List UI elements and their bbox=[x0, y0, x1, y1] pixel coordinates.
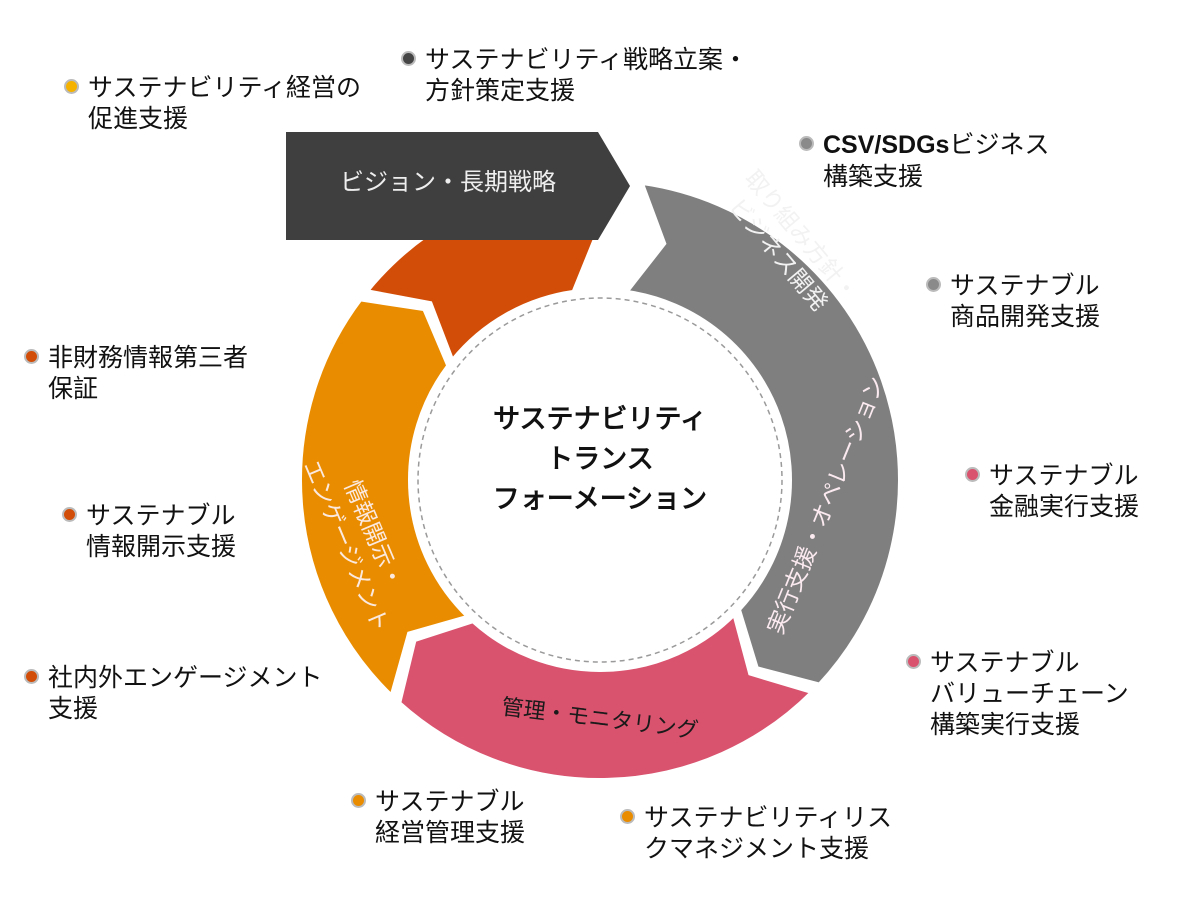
item-promotion: サステナビリティ経営の 促進支援 bbox=[64, 72, 361, 134]
center-title: サステナビリティ トランス フォーメーション bbox=[440, 400, 760, 520]
center-title-line: サステナビリティ bbox=[493, 404, 707, 435]
bullet-dot-icon bbox=[906, 654, 921, 669]
item-line: ビジネス bbox=[949, 130, 1050, 159]
item-line: サステナブル bbox=[930, 648, 1080, 677]
item-bold-prefix: CSV/SDGs bbox=[823, 131, 950, 159]
item-line: 金融実行支援 bbox=[989, 492, 1140, 521]
item-line: バリューチェーン bbox=[930, 679, 1129, 708]
item-line: サステナブル bbox=[86, 501, 236, 530]
item-value-chain: サステナブル バリューチェーン 構築実行支援 bbox=[906, 647, 1129, 740]
item-csv-sdgs: CSV/SDGsビジネス 構築支援 bbox=[799, 129, 1049, 192]
bullet-dot-icon bbox=[620, 809, 635, 824]
item-line: 商品開発支援 bbox=[950, 302, 1101, 331]
bullet-dot-icon bbox=[965, 467, 980, 482]
ring-segment-execution bbox=[397, 610, 816, 782]
center-dashed-circle bbox=[417, 297, 783, 663]
item-line: 情報開示支援 bbox=[86, 532, 237, 561]
item-engagement: 社内外エンゲージメント 支援 bbox=[24, 662, 323, 724]
bullet-dot-icon bbox=[926, 277, 941, 292]
item-line: 促進支援 bbox=[88, 104, 189, 133]
item-line: 社内外エンゲージメント bbox=[48, 663, 323, 692]
ring-segment-strategy bbox=[622, 180, 902, 687]
item-disclosure-support: サステナブル 情報開示支援 bbox=[62, 500, 236, 562]
item-line: サステナビリティ経営の bbox=[88, 73, 362, 102]
item-risk-management: サステナビリティリス クマネジメント支援 bbox=[620, 802, 892, 864]
item-line: サステナビリティ戦略立案・ bbox=[425, 45, 749, 74]
item-line: サステナブル bbox=[375, 787, 525, 816]
bullet-dot-icon bbox=[62, 507, 77, 522]
bullet-dot-icon bbox=[24, 349, 39, 364]
item-finance: サステナブル 金融実行支援 bbox=[965, 460, 1139, 522]
item-line: 非財務情報第三者 bbox=[48, 343, 249, 372]
vision-chevron-arrow bbox=[286, 132, 630, 240]
item-assurance: 非財務情報第三者 保証 bbox=[24, 342, 248, 404]
item-line: 経営管理支援 bbox=[375, 818, 526, 847]
vision-label: ビジョン・長期戦略 bbox=[340, 168, 556, 196]
item-line: 保証 bbox=[48, 374, 99, 403]
ring-segment-monitoring bbox=[298, 297, 472, 700]
bullet-dot-icon bbox=[24, 669, 39, 684]
bullet-dot-icon bbox=[799, 136, 814, 151]
item-strategy-planning: サステナビリティ戦略立案・ 方針策定支援 bbox=[401, 44, 748, 106]
item-line: サステナブル bbox=[989, 461, 1139, 490]
bullet-dot-icon bbox=[351, 793, 366, 808]
ring-segments bbox=[298, 180, 902, 782]
center-title-line: トランス bbox=[546, 444, 654, 475]
item-line: 構築実行支援 bbox=[930, 710, 1081, 739]
bullet-dot-icon bbox=[401, 51, 416, 66]
item-line: サステナビリティリス bbox=[644, 803, 893, 832]
item-management-control: サステナブル 経営管理支援 bbox=[351, 786, 525, 848]
item-line: サステナブル bbox=[950, 271, 1100, 300]
item-line: 構築支援 bbox=[823, 162, 924, 191]
item-line: クマネジメント支援 bbox=[644, 834, 870, 863]
item-line: 支援 bbox=[48, 694, 99, 723]
center-title-line: フォーメーション bbox=[492, 484, 708, 515]
bullet-dot-icon bbox=[64, 79, 79, 94]
item-line: 方針策定支援 bbox=[425, 76, 576, 105]
item-product-dev: サステナブル 商品開発支援 bbox=[926, 270, 1100, 332]
